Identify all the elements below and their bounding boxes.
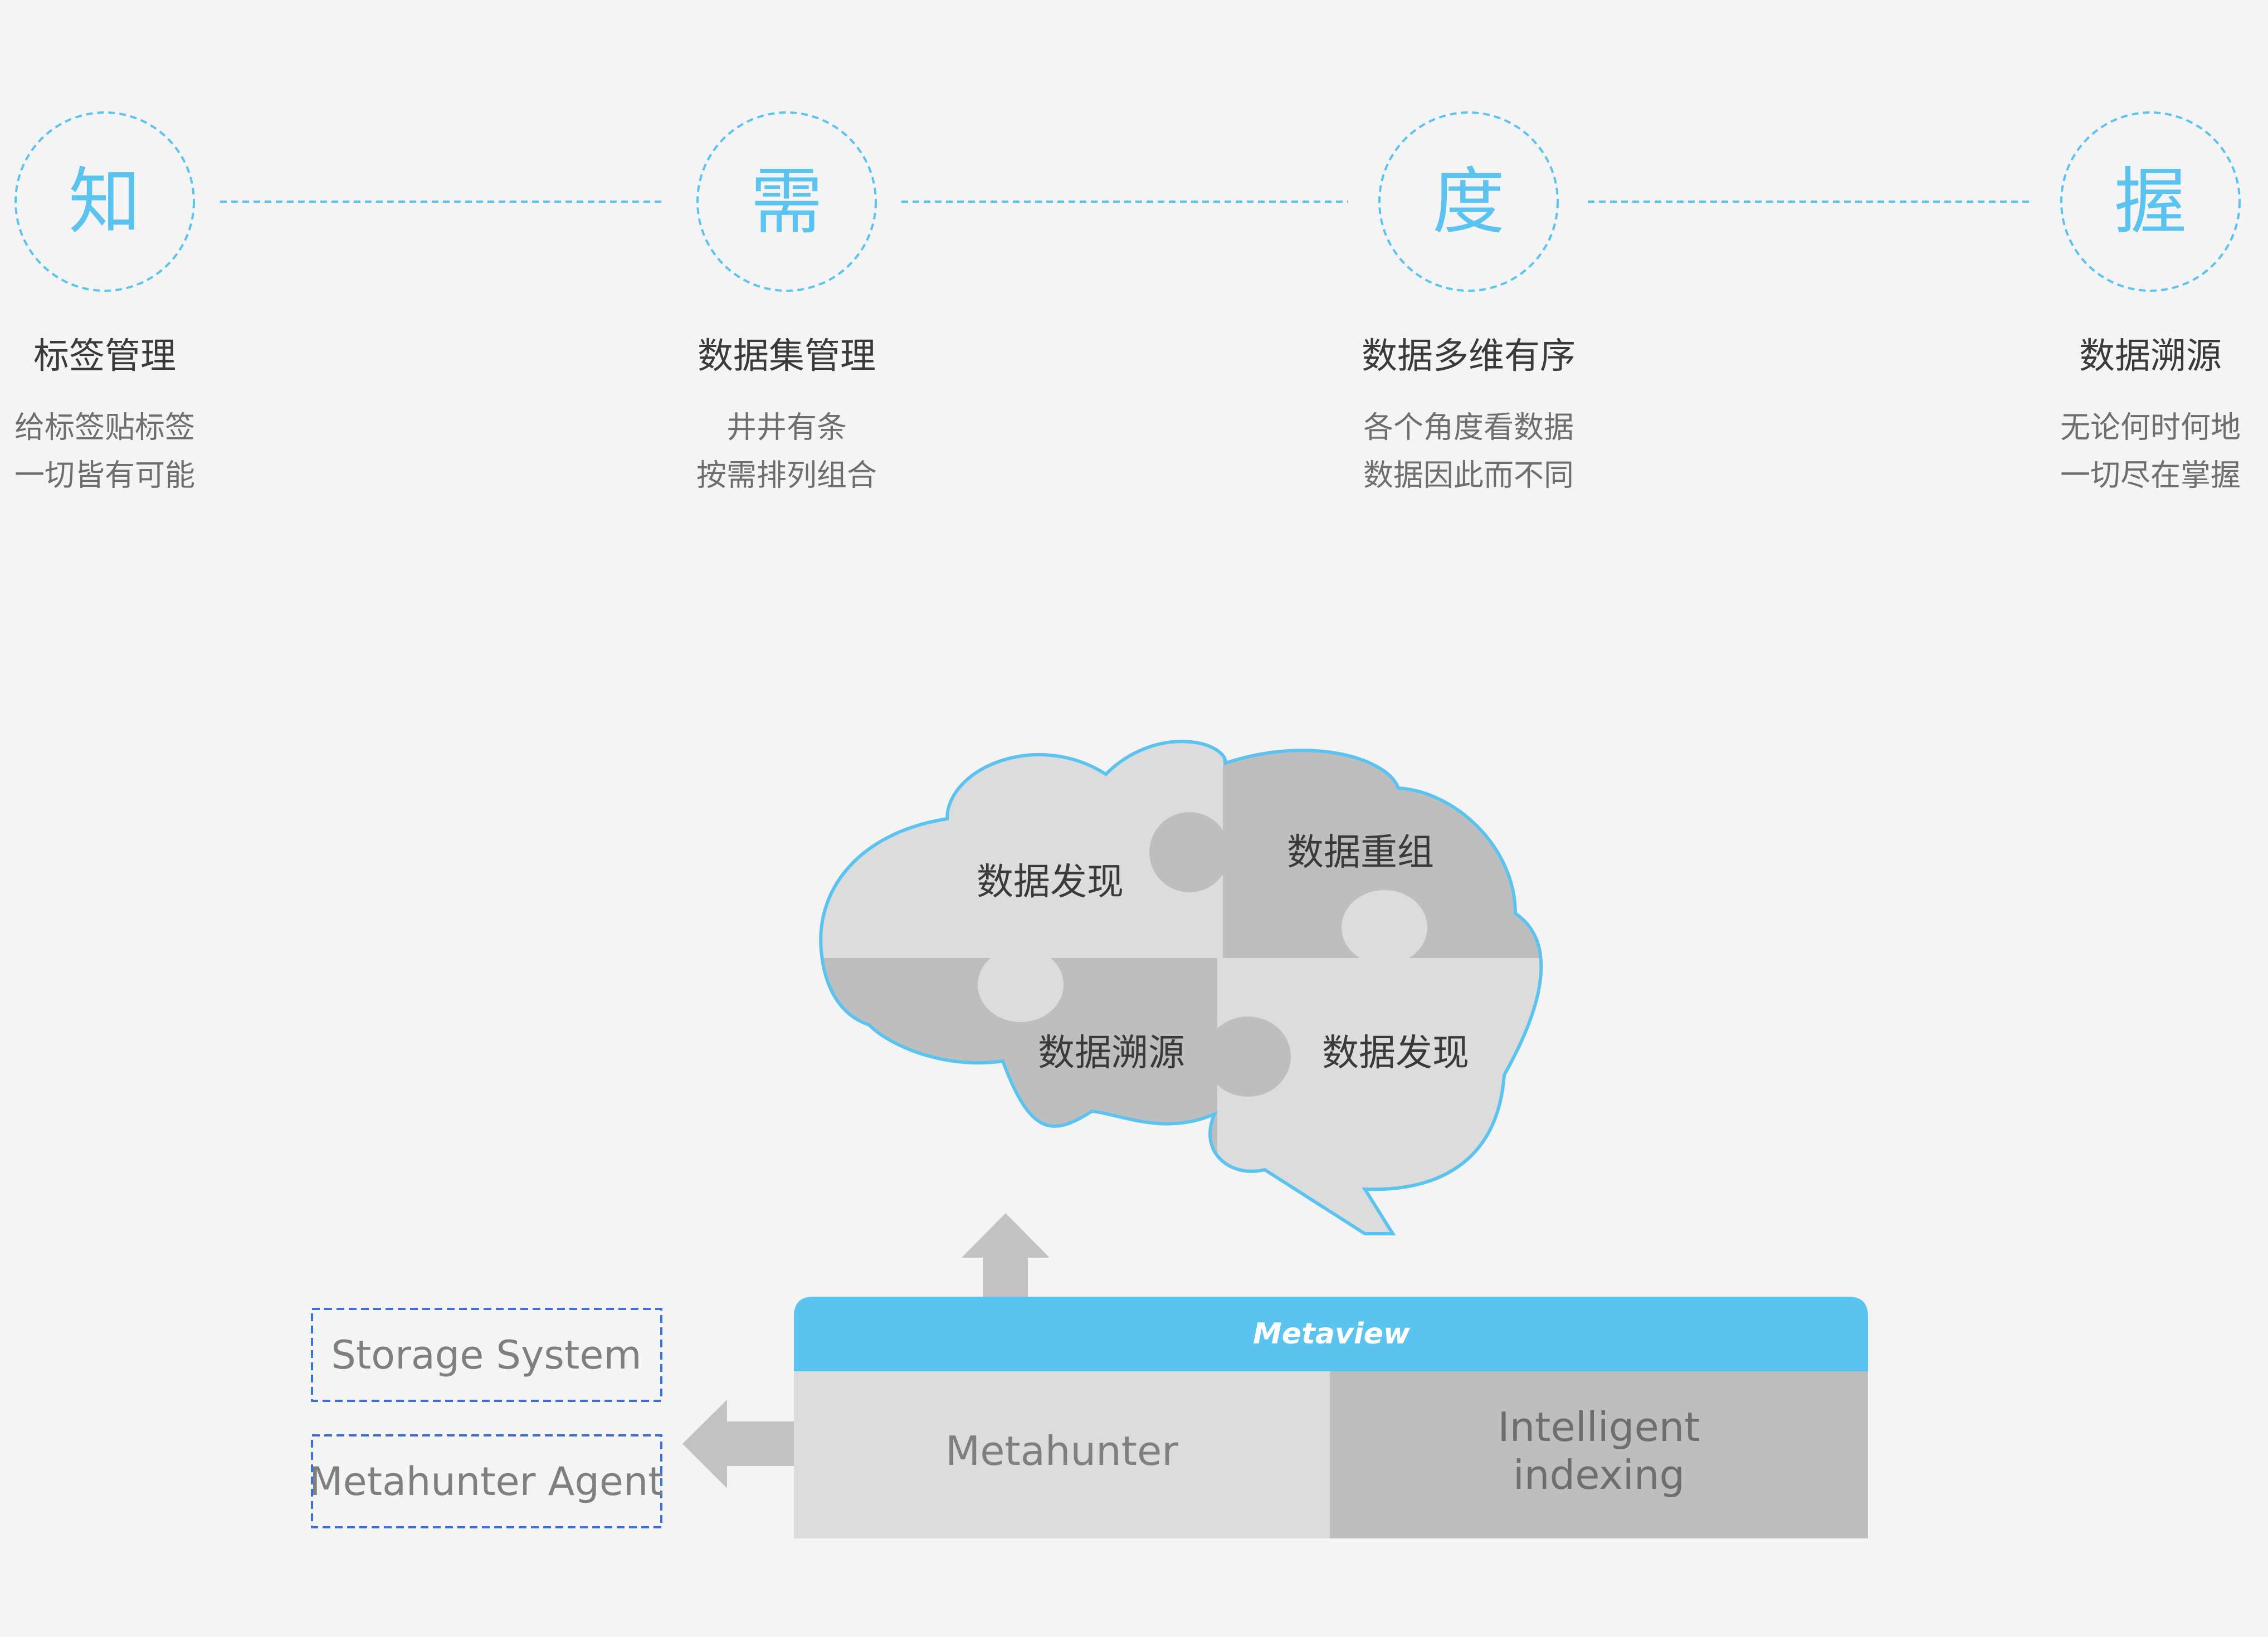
storage-system-box (311, 1308, 662, 1402)
external-systems: Storage System Metahunter Agent (309, 1308, 664, 1528)
step-glyph: 度 (1432, 159, 1505, 244)
cloud-label-bottom-right: 数据发现 (1322, 1032, 1469, 1074)
step-glyph: 握 (2114, 159, 2187, 244)
timeline: 知 标签管理 给标签贴标签 一切皆有可能 需 数据集管理 井井有条 按需排列组合… (14, 111, 2241, 493)
puzzle-knob (978, 947, 1064, 1022)
metahunter-label: Metahunter (945, 1428, 1178, 1474)
intelligent-indexing-line1: Intelligent (1498, 1404, 1700, 1450)
step-desc-line1: 给标签贴标签 (14, 410, 195, 445)
puzzle-knob (1342, 890, 1427, 965)
metahunter-cell (794, 1371, 1330, 1538)
step-title: 数据集管理 (698, 336, 876, 377)
step-desc-line2: 数据因此而不同 (1363, 458, 1574, 493)
intelligent-indexing-cell (1330, 1371, 1868, 1538)
step-desc-line2: 一切尽在掌握 (2060, 458, 2241, 493)
step-desc-line1: 各个角度看数据 (1363, 410, 1574, 445)
step-circle (1378, 111, 1559, 292)
step-desc-line1: 井井有条 (726, 410, 847, 445)
cloud-label-top-left: 数据发现 (977, 861, 1124, 903)
step-title: 数据多维有序 (1362, 336, 1576, 377)
step-glyph: 需 (750, 159, 823, 244)
step-1: 知 标签管理 给标签贴标签 一切皆有可能 (14, 111, 195, 493)
step-circle (696, 111, 877, 292)
step-title: 数据溯源 (2079, 336, 2222, 377)
intelligent-indexing-line2: indexing (1513, 1452, 1685, 1498)
cloud-outline (819, 740, 1543, 1235)
puzzle-knob (1149, 812, 1230, 892)
platform-block: Metaview Metahunter Intelligent indexing (794, 1297, 1868, 1538)
metaview-header (794, 1297, 1868, 1371)
step-3: 度 数据多维有序 各个角度看数据 数据因此而不同 (1362, 111, 1576, 493)
cloud-label-top-right: 数据重组 (1287, 831, 1434, 874)
step-circle (14, 111, 195, 292)
step-desc-line2: 按需排列组合 (696, 458, 877, 493)
puzzle-knob (1205, 1017, 1291, 1097)
step-glyph: 知 (69, 159, 141, 244)
metaview-logo: Metaview (1253, 1317, 1411, 1351)
step-desc-line2: 一切皆有可能 (14, 458, 195, 493)
step-title: 标签管理 (33, 336, 176, 377)
cloud-label-bottom-left: 数据溯源 (1038, 1032, 1185, 1074)
step-circle (2060, 111, 2241, 292)
step-desc-line1: 无论何时何地 (2060, 410, 2241, 445)
step-2: 需 数据集管理 井井有条 按需排列组合 (696, 111, 877, 493)
puzzle-cloud: 数据发现 数据重组 数据溯源 数据发现 (819, 740, 1543, 1235)
left-arrow-icon (682, 1400, 794, 1488)
storage-system-label: Storage System (331, 1332, 641, 1378)
step-4: 握 数据溯源 无论何时何地 一切尽在掌握 (2060, 111, 2241, 493)
metahunter-agent-label: Metahunter Agent (309, 1459, 664, 1504)
metahunter-agent-box (311, 1434, 662, 1528)
puzzle-piece-bottom-right (1217, 958, 1542, 1234)
